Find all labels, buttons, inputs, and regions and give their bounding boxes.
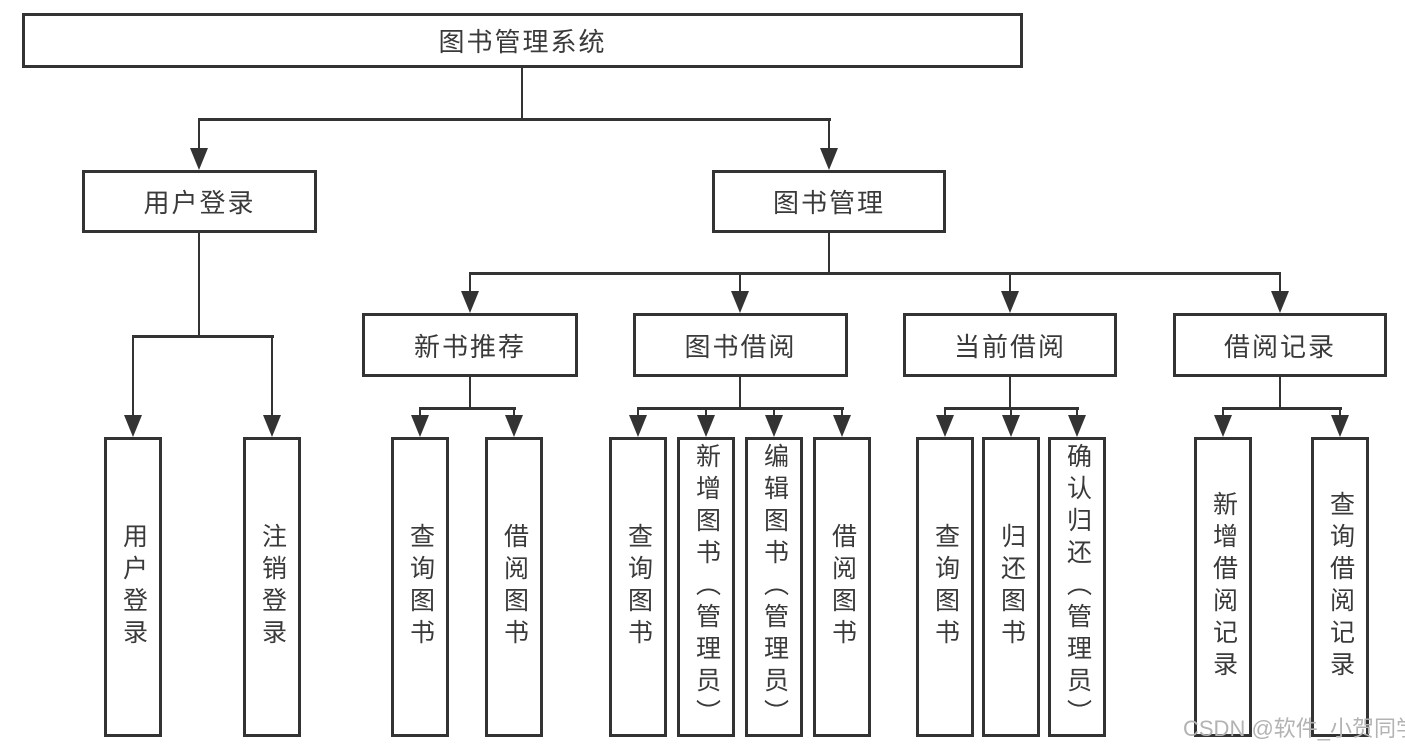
leaf-query-books-current-label: 查询图书 <box>931 523 960 651</box>
node-new-book-recommend-label: 新书推荐 <box>413 331 526 362</box>
leaf-confirm-return-admin-label: 确认归还（管理员） <box>1063 443 1092 731</box>
leaf-user-login-label: 用户登录 <box>119 523 148 651</box>
drop-to-leaf-add-book-admin <box>705 408 707 415</box>
arrow-to-leaf-query-books-recommend <box>411 415 429 437</box>
connector-book-management-stem <box>828 233 830 273</box>
arrow-to-leaf-borrow-books-recommend <box>505 415 523 437</box>
leaf-borrow-books-recommend-label: 借阅图书 <box>500 523 529 651</box>
leaf-add-borrow-record-label: 新增借阅记录 <box>1209 491 1238 683</box>
drop-to-leaf-borrow-books-borrow <box>841 408 843 415</box>
arrow-to-current-borrow <box>1001 291 1019 313</box>
csdn-watermark: CSDN @软件_小贺同学 <box>1183 716 1405 741</box>
connector-level1-bar <box>198 118 831 121</box>
leaf-add-book-admin-label: 新增图书（管理员） <box>692 443 721 731</box>
leaf-query-borrow-record-label: 查询借阅记录 <box>1326 491 1355 683</box>
node-book-management-label: 图书管理 <box>772 188 885 218</box>
arrow-to-borrow-records <box>1271 291 1289 313</box>
node-current-borrow-label: 当前借阅 <box>953 331 1066 362</box>
leaf-query-books-recommend-label: 查询图书 <box>406 523 435 651</box>
drop-to-leaf-query-books-recommend <box>419 408 421 415</box>
drop-to-leaf-query-books-current <box>944 408 946 415</box>
arrow-to-book-borrow <box>731 291 749 313</box>
connector-user-login-stem <box>198 233 200 336</box>
arrow-to-book-management <box>820 148 838 170</box>
node-new-book-recommend: 新书推荐 <box>362 313 578 377</box>
connector-borrow-records-stem <box>1279 377 1281 408</box>
leaf-user-login: 用户登录 <box>104 437 162 737</box>
leaf-add-borrow-record: 新增借阅记录 <box>1194 437 1252 737</box>
connector-current-borrow-stem <box>1009 377 1011 408</box>
drop-to-leaf-edit-book-admin <box>773 408 775 415</box>
drop-to-book-management <box>828 119 830 148</box>
connector-root-stem <box>521 68 523 119</box>
leaf-query-books-borrow-label: 查询图书 <box>624 523 653 651</box>
node-book-management: 图书管理 <box>712 170 946 233</box>
drop-to-leaf-query-books-borrow <box>637 408 639 415</box>
node-root: 图书管理系统 <box>22 13 1023 68</box>
drop-to-borrow-records <box>1279 273 1281 291</box>
drop-to-leaf-borrow-books-recommend <box>513 408 515 415</box>
drop-to-leaf-confirm-return-admin <box>1076 408 1078 415</box>
leaf-return-book-label: 归还图书 <box>997 523 1026 651</box>
drop-to-leaf-query-borrow-record <box>1339 408 1341 415</box>
node-current-borrow: 当前借阅 <box>903 313 1117 377</box>
connector-book-borrow-bar <box>637 407 844 410</box>
arrow-to-leaf-query-borrow-record <box>1331 415 1349 437</box>
leaf-borrow-books-borrow-label: 借阅图书 <box>828 523 857 651</box>
leaf-borrow-books-borrow: 借阅图书 <box>813 437 871 737</box>
arrow-to-user-login <box>190 148 208 170</box>
arrow-to-leaf-query-books-borrow <box>629 415 647 437</box>
leaf-edit-book-admin: 编辑图书（管理员） <box>745 437 803 737</box>
arrow-to-leaf-query-books-current <box>936 415 954 437</box>
leaf-query-books-borrow: 查询图书 <box>609 437 667 737</box>
leaf-add-book-admin: 新增图书（管理员） <box>677 437 735 737</box>
leaf-query-borrow-record: 查询借阅记录 <box>1311 437 1369 737</box>
leaf-return-book: 归还图书 <box>982 437 1040 737</box>
node-borrow-records-label: 借阅记录 <box>1223 331 1336 362</box>
node-root-label: 图书管理系统 <box>438 27 607 57</box>
drop-to-book-borrow <box>739 273 741 291</box>
leaf-edit-book-admin-label: 编辑图书（管理员） <box>760 443 789 731</box>
drop-to-current-borrow <box>1009 273 1011 291</box>
arrow-to-leaf-add-book-admin <box>697 415 715 437</box>
connector-book-management-bar <box>469 272 1281 275</box>
arrow-to-leaf-edit-book-admin <box>765 415 783 437</box>
leaf-confirm-return-admin: 确认归还（管理员） <box>1048 437 1106 737</box>
drop-to-leaf-logout-login <box>271 336 273 415</box>
arrow-to-leaf-add-borrow-record <box>1214 415 1232 437</box>
arrow-to-leaf-user-login <box>124 415 142 437</box>
arrow-to-leaf-borrow-books-borrow <box>833 415 851 437</box>
drop-to-leaf-add-borrow-record <box>1222 408 1224 415</box>
connector-borrow-records-bar <box>1222 407 1342 410</box>
node-borrow-records: 借阅记录 <box>1173 313 1387 377</box>
arrow-to-new-book-recommend <box>461 291 479 313</box>
node-book-borrow-label: 图书借阅 <box>684 331 797 362</box>
arrow-to-leaf-confirm-return-admin <box>1068 415 1086 437</box>
drop-to-leaf-return-book <box>1010 408 1012 415</box>
connector-book-borrow-stem <box>739 377 741 408</box>
node-user-login-label: 用户登录 <box>143 188 256 218</box>
arrow-to-leaf-logout-login <box>263 415 281 437</box>
drop-to-leaf-user-login <box>132 336 134 415</box>
node-user-login: 用户登录 <box>82 170 317 233</box>
drop-to-new-book-recommend <box>469 273 471 291</box>
arrow-to-leaf-return-book <box>1002 415 1020 437</box>
leaf-query-books-current: 查询图书 <box>916 437 974 737</box>
connector-new-book-recommend-stem <box>469 377 471 408</box>
leaf-logout-login: 注销登录 <box>243 437 301 737</box>
connector-new-book-recommend-bar <box>419 407 516 410</box>
node-book-borrow: 图书借阅 <box>633 313 848 377</box>
connector-user-login-bar <box>132 335 274 338</box>
leaf-query-books-recommend: 查询图书 <box>391 437 449 737</box>
leaf-logout-login-label: 注销登录 <box>258 523 287 651</box>
drop-to-user-login <box>198 119 200 148</box>
leaf-borrow-books-recommend: 借阅图书 <box>485 437 543 737</box>
